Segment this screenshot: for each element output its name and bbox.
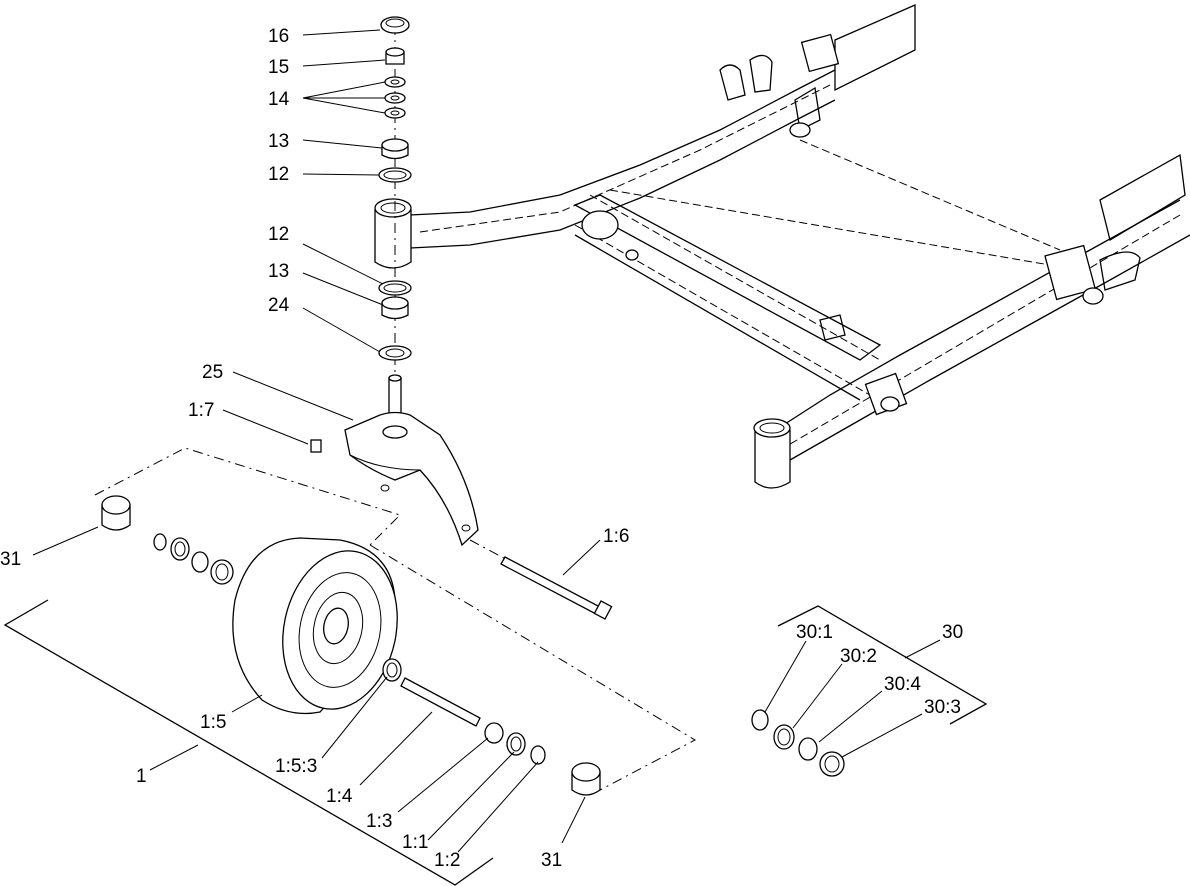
caster-wheel bbox=[232, 537, 398, 715]
callout-16: 16 bbox=[268, 26, 289, 47]
callout-1-5: 1:5 bbox=[200, 712, 226, 733]
axle-bolt bbox=[500, 556, 613, 620]
callout-14: 14 bbox=[268, 89, 290, 110]
callout-12-lower: 12 bbox=[268, 224, 289, 245]
grease-fitting bbox=[310, 439, 322, 453]
callout-31-left: 31 bbox=[0, 549, 21, 570]
bracket-assembly-1 bbox=[3, 599, 494, 886]
callout-30-1: 30:1 bbox=[796, 622, 833, 643]
bearing-kit-30 bbox=[751, 709, 845, 777]
callout-1-5-3: 1:5:3 bbox=[275, 756, 317, 777]
caster-fork bbox=[344, 411, 479, 547]
callout-1-2: 1:2 bbox=[434, 850, 460, 871]
caster-pivot-tube bbox=[374, 198, 412, 269]
stack-parts bbox=[378, 16, 412, 431]
callout-1-6: 1:6 bbox=[603, 526, 629, 547]
callout-30: 30 bbox=[942, 622, 963, 643]
left-wheel-bearings bbox=[101, 495, 234, 585]
callout-1-3: 1:3 bbox=[366, 811, 392, 832]
callout-15: 15 bbox=[268, 57, 289, 78]
callout-24: 24 bbox=[268, 295, 290, 316]
callout-1-1: 1:1 bbox=[402, 832, 428, 853]
callout-1: 1 bbox=[136, 766, 147, 787]
callout-30-2: 30:2 bbox=[840, 646, 877, 667]
callout-13-upper: 13 bbox=[268, 131, 289, 152]
leader-lines bbox=[32, 29, 941, 853]
callout-25: 25 bbox=[202, 362, 223, 383]
callout-30-3: 30:3 bbox=[924, 697, 961, 718]
callout-labels: 16 15 14 13 12 12 13 24 25 1:7 31 1:6 1:… bbox=[0, 26, 963, 871]
right-wheel-bearings bbox=[382, 658, 601, 796]
callout-13-lower: 13 bbox=[268, 261, 289, 282]
callout-1-4: 1:4 bbox=[326, 786, 353, 807]
callout-30-4: 30:4 bbox=[884, 674, 921, 695]
mower-frame bbox=[409, 4, 1190, 489]
bracket-kit-30 bbox=[777, 605, 988, 725]
callout-12-upper: 12 bbox=[268, 164, 289, 185]
callout-31-right: 31 bbox=[541, 850, 562, 871]
callout-1-7: 1:7 bbox=[188, 400, 214, 421]
